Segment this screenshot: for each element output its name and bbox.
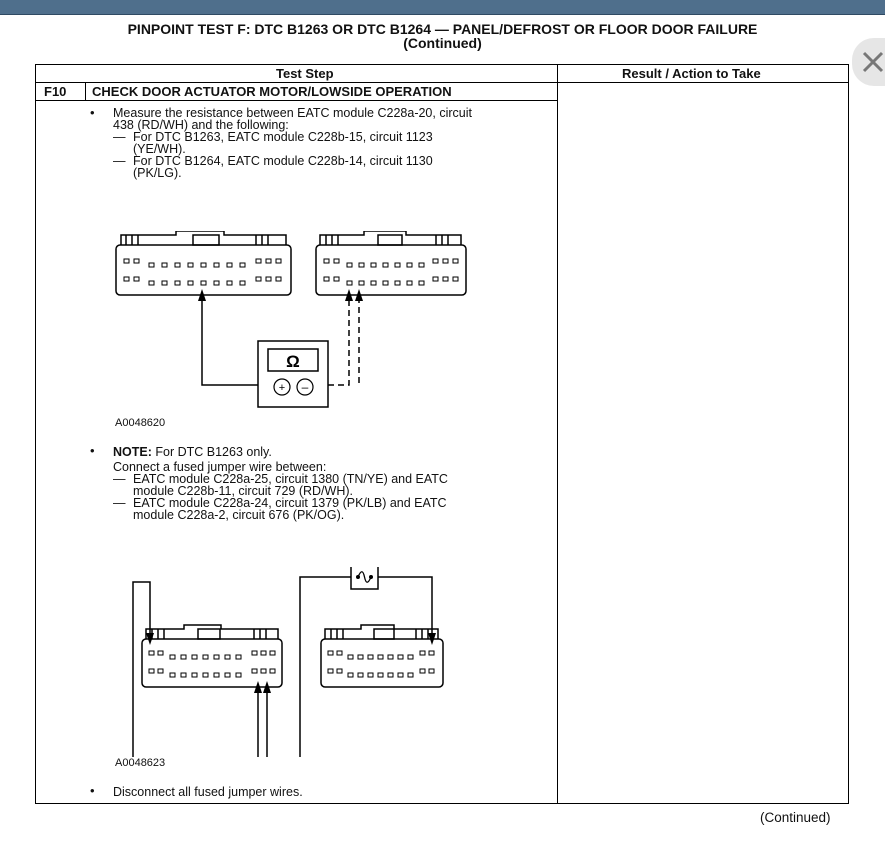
title-line-2: (Continued) <box>403 35 482 51</box>
text-line: (YE/WH). <box>133 142 186 156</box>
jumper-probe-tips <box>146 633 436 693</box>
measure-instruction: Measure the resistance between EATC modu… <box>113 106 553 180</box>
note-text: For DTC B1263 only. <box>155 445 272 459</box>
step-id-divider <box>85 83 86 101</box>
header-rule <box>36 82 848 83</box>
step-title: CHECK DOOR ACTUATOR MOTOR/LOWSIDE OPERAT… <box>92 84 452 99</box>
svg-text:+: + <box>279 382 285 394</box>
text-line: For DTC B1263, EATC module C228b-15, cir… <box>133 130 433 144</box>
text-line: module C228a-2, circuit 676 (PK/OG). <box>133 508 345 522</box>
probe-tips <box>198 289 363 301</box>
svg-text:–: – <box>302 380 309 394</box>
close-icon <box>862 51 884 73</box>
diagram-id-2: A0048623 <box>115 757 166 769</box>
text-line: module C228b-11, circuit 729 (RD/WH). <box>133 484 353 498</box>
connector-c228b-pins <box>323 258 459 286</box>
connector-c228a-pins <box>148 650 276 678</box>
ohmmeter: Ω + – <box>257 340 329 408</box>
text-line: EATC module C228a-25, circuit 1380 (TN/Y… <box>133 472 448 486</box>
bullet: • <box>90 783 95 798</box>
ohmmeter-diagram: Ω + – <box>115 231 467 408</box>
note-label: NOTE: <box>113 445 152 459</box>
jumper-item-1: — EATC module C228a-25, circuit 1380 (TN… <box>113 472 553 498</box>
pinpoint-table: Test Step Result / Action to Take F10 CH… <box>35 64 849 804</box>
col-header-result: Result / Action to Take <box>622 66 761 81</box>
meter-display <box>267 348 319 372</box>
dash: — <box>113 130 126 144</box>
connector-c228a-pins <box>123 258 282 286</box>
column-divider <box>557 65 558 804</box>
positive-jack <box>273 378 291 396</box>
connector-c228b <box>315 231 467 296</box>
text-line: EATC module C228a-24, circuit 1379 (PK/L… <box>133 496 447 510</box>
jumper-wire-2a <box>266 576 351 757</box>
note-line: NOTE: For DTC B1263 only. <box>113 445 553 459</box>
jumper-wires <box>132 576 433 757</box>
page-title: PINPOINT TEST F: DTC B1263 OR DTC B1264 … <box>0 22 885 50</box>
close-button[interactable] <box>852 38 885 86</box>
dash: — <box>113 154 126 168</box>
bullet: • <box>90 105 95 120</box>
connector-c228a <box>141 624 283 688</box>
measure-item-2: — For DTC B1264, EATC module C228b-14, c… <box>113 154 553 180</box>
dash: — <box>113 496 126 510</box>
jumper-wire-diagram <box>132 567 444 757</box>
note-instruction: NOTE: For DTC B1263 only. Connect a fuse… <box>113 445 553 522</box>
text-line: Measure the resistance between EATC modu… <box>113 106 472 120</box>
jumper-wire-1b <box>257 689 259 757</box>
jumper-wire-1a <box>132 581 151 757</box>
text-line: (PK/LG). <box>133 166 182 180</box>
connector-c228b <box>320 624 444 688</box>
step-title-rule <box>36 100 557 101</box>
window-top-bar <box>0 0 885 15</box>
bullet: • <box>90 443 95 458</box>
step-id: F10 <box>44 84 67 99</box>
text-line: 438 (RD/WH) and the following: <box>113 118 289 132</box>
col-header-test-step: Test Step <box>276 66 334 81</box>
continued-label: (Continued) <box>760 810 831 825</box>
disconnect-instruction: Disconnect all fused jumper wires. <box>113 785 303 799</box>
text-line: Connect a fused jumper wire between: <box>113 460 327 474</box>
negative-jack <box>296 378 314 396</box>
dash: — <box>113 472 126 486</box>
jumper-wire-2b <box>378 576 433 637</box>
measure-item-1: — For DTC B1263, EATC module C228b-15, c… <box>113 130 553 156</box>
jumper-item-2: — EATC module C228a-24, circuit 1379 (PK… <box>113 496 553 522</box>
ohm-symbol: Ω <box>286 352 300 371</box>
connector-c228b-pins <box>327 650 435 678</box>
text-line: For DTC B1264, EATC module C228b-14, cir… <box>133 154 433 168</box>
title-line-1: PINPOINT TEST F: DTC B1263 OR DTC B1264 … <box>127 21 758 37</box>
diagram-id-1: A0048620 <box>115 417 166 429</box>
fuse-top <box>350 567 379 590</box>
